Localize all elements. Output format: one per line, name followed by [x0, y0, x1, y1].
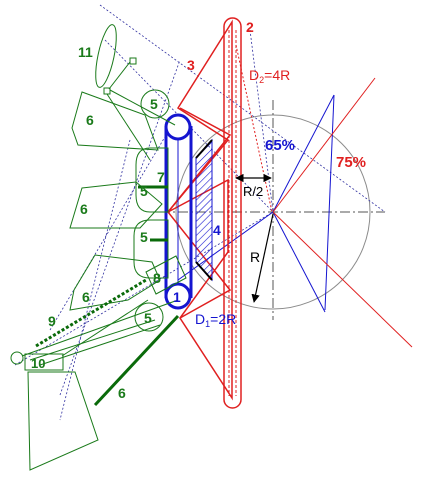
item-6-bottom-shape	[27, 371, 99, 471]
label-r: R	[250, 249, 260, 265]
red-pipe	[223, 17, 242, 409]
labels-group: 1 2 3 4 5 5 5 5 6 6 6 6 7 8 9 10 11 65% …	[31, 19, 366, 401]
feed-line-3	[39, 324, 161, 366]
blue-angle-line	[324, 94, 335, 311]
bold-green-group	[35, 185, 180, 407]
construction-line-g	[59, 139, 131, 421]
label-6-middle: 6	[80, 201, 88, 217]
label-d1-sub: 1	[205, 319, 210, 329]
item-11-line-2	[109, 89, 176, 126]
label-1: 1	[173, 289, 181, 305]
item-5-bottom-circle	[134, 302, 164, 332]
label-10: 10	[31, 356, 45, 371]
feed-line-1	[21, 299, 179, 357]
label-d2-sub: 2	[259, 75, 264, 85]
label-3: 3	[187, 57, 195, 73]
label-75-percent: 75%	[336, 154, 366, 171]
item-6-lower-shape	[69, 254, 161, 311]
label-2: 2	[246, 19, 254, 35]
blue-angle-line-2	[272, 211, 326, 313]
feed-line-2	[29, 319, 156, 361]
item-5-top-circle	[140, 89, 170, 119]
feed-line-4	[61, 299, 149, 357]
item-11-connector	[108, 61, 131, 90]
label-d2-suffix: =4R	[264, 67, 290, 83]
hatched-block	[195, 138, 213, 282]
label-6-bottom: 6	[118, 385, 126, 401]
item-5-upper-pill	[135, 147, 169, 213]
item-10-circle	[10, 351, 24, 365]
item-11-small-square	[129, 57, 137, 65]
label-65-percent: 65%	[265, 137, 295, 154]
label-d1: D1=2R	[195, 311, 236, 329]
label-6-top: 6	[86, 112, 94, 128]
black-diag-top	[195, 139, 213, 159]
angle-lines	[177, 77, 413, 348]
blue-diagonal-line	[177, 211, 274, 281]
construction-line-d	[49, 119, 176, 331]
label-r-half: R/2	[243, 184, 263, 199]
construction-line-b	[14, 211, 274, 366]
label-9: 9	[48, 313, 56, 329]
item-6-middle-shape	[69, 181, 163, 229]
black-diag-bottom	[195, 261, 213, 281]
label-5-lower: 5	[140, 229, 148, 245]
radius-arrow	[251, 213, 274, 303]
item-5-lower-pill	[133, 219, 169, 279]
dimension-group	[235, 173, 274, 303]
label-5-bottom: 5	[144, 310, 152, 326]
label-7: 7	[157, 169, 165, 185]
label-d2: D2=4R	[249, 67, 290, 85]
label-5-top: 5	[150, 96, 158, 112]
label-d1-prefix: D	[195, 311, 205, 327]
item-11-ellipse	[95, 24, 117, 88]
label-d1-suffix: =2R	[210, 311, 236, 327]
item-10-box	[24, 353, 64, 371]
label-d2-prefix: D	[249, 67, 259, 83]
blue-column-group	[164, 113, 213, 310]
label-4: 4	[213, 222, 221, 238]
blue-angle-line-1	[272, 94, 335, 213]
green-equipment-group	[10, 24, 187, 471]
construction-line-a	[99, 4, 386, 213]
red-dotted-slant	[235, 44, 273, 213]
red-angle-line-1	[272, 77, 376, 213]
label-6-lower: 6	[82, 289, 90, 305]
red-frame-group	[167, 17, 273, 409]
item-6-bold-line	[93, 314, 180, 407]
label-11: 11	[78, 44, 93, 60]
item-9-dotted-line	[35, 278, 147, 348]
red-angle-line-2	[272, 211, 413, 348]
blue-drum-top	[164, 113, 192, 141]
item-6-top-shape	[71, 91, 159, 151]
label-5-upper: 5	[140, 183, 148, 199]
item-8-block	[145, 255, 187, 295]
label-8: 8	[153, 270, 161, 286]
